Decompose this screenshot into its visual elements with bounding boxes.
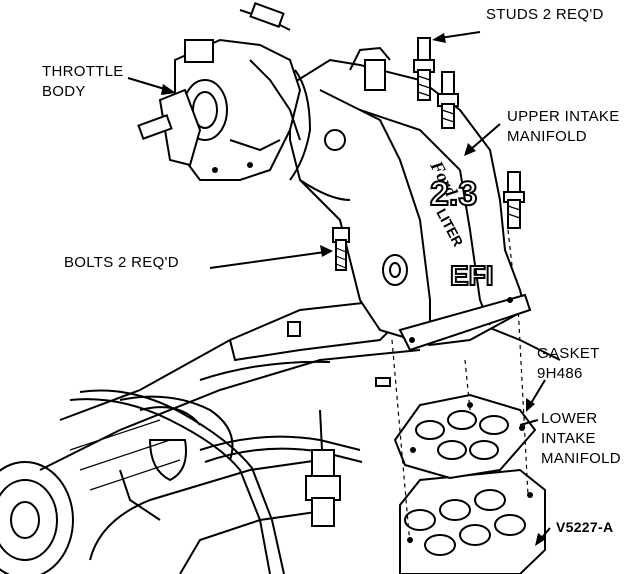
lower-intake-label-line3: MANIFOLD: [541, 450, 621, 467]
block-fastener: [287, 321, 391, 387]
center-stud: [305, 409, 341, 527]
manifold-lettering: Ford 2.3 LITER EFI: [426, 157, 495, 292]
lower-intake-label-line1: LOWER: [541, 410, 598, 427]
pulley: [0, 461, 74, 574]
figure-code: V5227-A: [556, 519, 614, 535]
stud-far-right: [503, 171, 525, 229]
studs-label: STUDS 2 REQ'D: [486, 6, 604, 23]
throttle-body-label-line2: BODY: [42, 83, 86, 100]
lower-intake-manifold: [399, 468, 546, 574]
gasket-label-line1: GASKET: [537, 345, 600, 362]
upper-intake-label-line1: UPPER INTAKE: [507, 108, 620, 125]
stud-right: [437, 71, 459, 129]
upper-intake-manifold: [289, 46, 532, 352]
upper-intake-label-line2: MANIFOLD: [507, 128, 587, 145]
manifold-system-text: EFI: [450, 260, 494, 291]
manifold-displacement-text: 2.3: [430, 175, 477, 213]
bolt: [332, 227, 350, 271]
engine-block: [39, 298, 561, 574]
throttle-body-label-line1: THROTTLE: [42, 63, 124, 80]
throttle-body: [137, 2, 312, 181]
gasket: [393, 393, 537, 480]
stud-left: [413, 37, 435, 101]
bolts-label: BOLTS 2 REQ'D: [64, 254, 179, 271]
leader-lines: [127, 31, 551, 546]
lower-intake-label-line2: INTAKE: [541, 430, 596, 447]
gasket-label-line2: 9H486: [537, 365, 583, 382]
